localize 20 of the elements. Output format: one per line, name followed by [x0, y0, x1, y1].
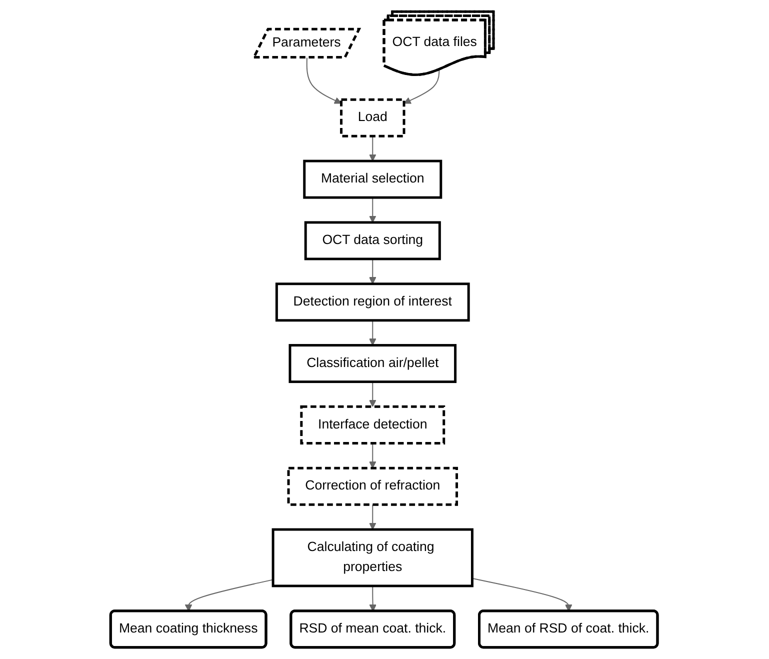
- arrow: [306, 57, 342, 104]
- arrow: [369, 258, 377, 284]
- arrow: [472, 578, 573, 612]
- arrow: [369, 381, 377, 407]
- node-box: Correction of refraction: [288, 466, 458, 506]
- arrow: [404, 69, 440, 104]
- node-box: Calculating of coating properties: [272, 528, 474, 588]
- node-box: Detection region of interest: [276, 282, 470, 322]
- node-box: Material selection: [304, 160, 443, 199]
- arrow: [369, 197, 377, 223]
- arrow: [369, 504, 377, 530]
- arrow: [369, 442, 377, 468]
- arrow: [369, 320, 377, 346]
- node-box: Interface detection: [300, 405, 446, 444]
- arrow: [370, 585, 377, 612]
- arrow: [369, 136, 377, 162]
- arrow: [185, 579, 274, 612]
- node-box: OCT data sorting: [304, 221, 442, 260]
- node-box: Classification air/pellet: [289, 344, 457, 384]
- node-box: Load: [340, 98, 406, 138]
